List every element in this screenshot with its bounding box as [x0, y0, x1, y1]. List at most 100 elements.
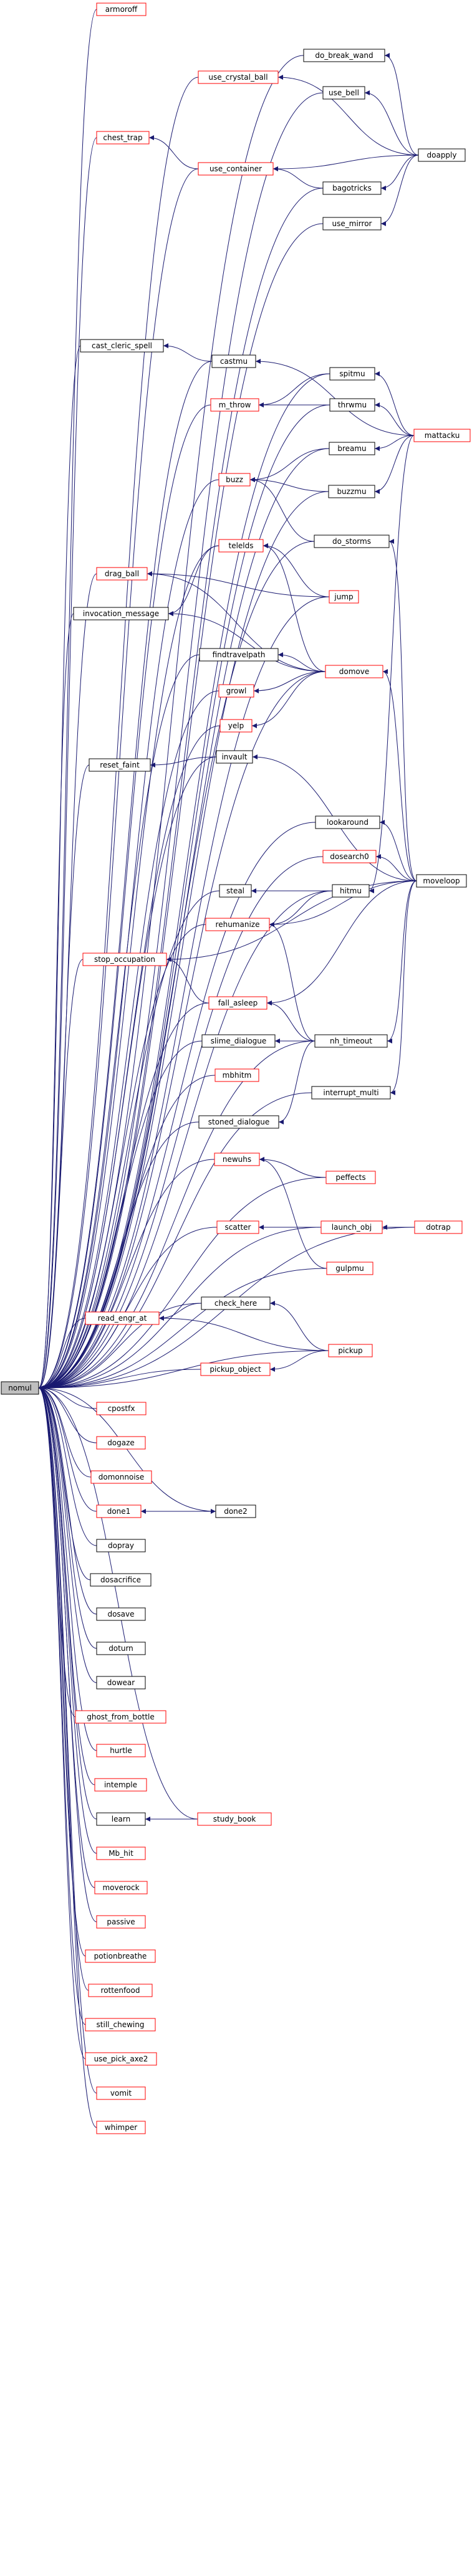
node-intemple[interactable]: intemple [94, 1778, 147, 1792]
node-label: pickup_object [210, 1365, 261, 1374]
node-ghost_from_bottle[interactable]: ghost_from_bottle [75, 1710, 166, 1724]
node-use_mirror[interactable]: use_mirror [322, 217, 382, 231]
node-vomit[interactable]: vomit [96, 2086, 146, 2100]
node-box [322, 850, 377, 863]
node-domove[interactable]: domove [325, 665, 383, 678]
node-telelds[interactable]: telelds [218, 539, 264, 553]
edge-domove-to-findtravelpath [277, 652, 326, 672]
node-jump[interactable]: jump [329, 590, 359, 604]
node-hitmu[interactable]: hitmu [332, 884, 370, 898]
node-cpostfx[interactable]: cpostfx [96, 1402, 147, 1415]
node-invocation_message[interactable]: invocation_message [73, 607, 169, 620]
node-peffects[interactable]: peffects [325, 1171, 376, 1184]
node-box [89, 758, 151, 772]
edge-buzzmu-to-nomul [38, 491, 329, 1390]
node-use_bell[interactable]: use_bell [322, 86, 365, 100]
node-label: castmu [220, 357, 248, 366]
node-yelp[interactable]: yelp [219, 719, 253, 733]
node-label: armoroff [105, 5, 138, 14]
node-buzz[interactable]: buzz [218, 473, 251, 487]
node-invault[interactable]: invault [216, 750, 253, 764]
node-bagotricks[interactable]: bagotricks [322, 181, 382, 195]
node-box [314, 535, 390, 548]
node-doapply[interactable]: doapply [418, 148, 466, 162]
node-label: domonnoise [99, 1473, 145, 1481]
node-dosave[interactable]: dosave [96, 1607, 146, 1621]
node-nomul[interactable]: nomul [1, 1381, 39, 1395]
node-armoroff[interactable]: armoroff [96, 2, 147, 16]
node-dosearch0[interactable]: dosearch0 [322, 850, 377, 863]
node-interrupt_multi[interactable]: interrupt_multi [311, 1086, 391, 1100]
node-lookaround[interactable]: lookaround [315, 815, 380, 829]
node-thrwmu[interactable]: thrwmu [329, 398, 375, 412]
node-box [325, 665, 383, 678]
node-moverock[interactable]: moverock [94, 1881, 148, 1894]
node-Mb_hit[interactable]: Mb_hit [96, 1846, 146, 1860]
node-mattacku[interactable]: mattacku [413, 429, 471, 442]
node-read_engr_at[interactable]: read_engr_at [85, 1311, 160, 1325]
node-cast_cleric_spell[interactable]: cast_cleric_spell [80, 339, 164, 353]
node-growl[interactable]: growl [218, 684, 254, 698]
edge-slime_dialogue-to-nomul [38, 1040, 203, 1390]
node-do_break_wand[interactable]: do_break_wand [303, 49, 385, 62]
node-dowear[interactable]: dowear [96, 1676, 146, 1690]
node-fall_asleep[interactable]: fall_asleep [208, 996, 267, 1010]
node-box [214, 1068, 259, 1082]
node-rehumanize[interactable]: rehumanize [205, 918, 270, 931]
node-scatter[interactable]: scatter [216, 1220, 259, 1234]
node-still_chewing[interactable]: still_chewing [85, 2018, 156, 2032]
node-box [85, 1311, 160, 1325]
node-box [215, 1504, 256, 1518]
node-stoned_dialogue[interactable]: stoned_dialogue [198, 1115, 279, 1129]
node-learn[interactable]: learn [96, 1812, 146, 1826]
node-use_crystal_ball[interactable]: use_crystal_ball [198, 70, 279, 84]
node-chest_trap[interactable]: chest_trap [96, 131, 150, 145]
node-reset_faint[interactable]: reset_faint [89, 758, 151, 772]
node-dopray[interactable]: dopray [96, 1539, 146, 1552]
node-whimper[interactable]: whimper [96, 2121, 146, 2134]
node-gulpmu[interactable]: gulpmu [326, 1262, 373, 1275]
node-done2[interactable]: done2 [215, 1504, 256, 1518]
node-use_pick_axe2[interactable]: use_pick_axe2 [85, 2052, 157, 2066]
node-hurtle[interactable]: hurtle [96, 1744, 146, 1757]
node-box [201, 1296, 271, 1310]
node-drag_ball[interactable]: drag_ball [96, 567, 148, 581]
node-do_storms[interactable]: do_storms [314, 535, 390, 548]
node-rottenfood[interactable]: rottenfood [88, 1984, 153, 1997]
edge-breamu-to-buzz [249, 448, 330, 482]
edge-use_container-to-chest_trap [148, 135, 199, 169]
node-launch_obj[interactable]: launch_obj [320, 1220, 383, 1234]
node-potionbreathe[interactable]: potionbreathe [85, 1949, 156, 1963]
node-nh_timeout[interactable]: nh_timeout [314, 1034, 388, 1048]
edge-use_mirror-to-nomul [38, 223, 324, 1390]
node-check_here[interactable]: check_here [201, 1296, 271, 1310]
node-box [82, 953, 167, 966]
node-done1[interactable]: done1 [96, 1504, 142, 1518]
node-dogaze[interactable]: dogaze [96, 1436, 146, 1450]
node-domonnoise[interactable]: domonnoise [90, 1470, 152, 1484]
node-breamu[interactable]: breamu [329, 442, 375, 455]
node-castmu[interactable]: castmu [211, 354, 256, 368]
node-study_book[interactable]: study_book [197, 1812, 272, 1826]
node-mbhitm[interactable]: mbhitm [214, 1068, 259, 1082]
node-steal[interactable]: steal [219, 884, 252, 898]
node-dosacrifice[interactable]: dosacrifice [90, 1573, 152, 1587]
node-dotrap[interactable]: dotrap [414, 1220, 463, 1234]
node-slime_dialogue[interactable]: slime_dialogue [201, 1034, 276, 1048]
node-label: invault [221, 753, 247, 761]
node-passive[interactable]: passive [96, 1915, 146, 1929]
node-pickup_object[interactable]: pickup_object [200, 1362, 271, 1376]
node-findtravelpath[interactable]: findtravelpath [199, 648, 279, 662]
node-pickup[interactable]: pickup [328, 1344, 373, 1357]
node-moveloop[interactable]: moveloop [416, 874, 467, 888]
node-newuhs[interactable]: newuhs [214, 1153, 260, 1166]
node-spitmu[interactable]: spitmu [329, 367, 375, 381]
node-doturn[interactable]: doturn [96, 1642, 146, 1655]
node-label: nh_timeout [330, 1037, 372, 1045]
node-use_container[interactable]: use_container [198, 162, 274, 176]
node-box [96, 2, 147, 16]
node-buzzmu[interactable]: buzzmu [328, 485, 375, 498]
edge-mattacku-to-thrwmu [374, 402, 415, 436]
node-m_throw[interactable]: m_throw [210, 398, 259, 412]
node-stop_occupation[interactable]: stop_occupation [82, 953, 167, 966]
